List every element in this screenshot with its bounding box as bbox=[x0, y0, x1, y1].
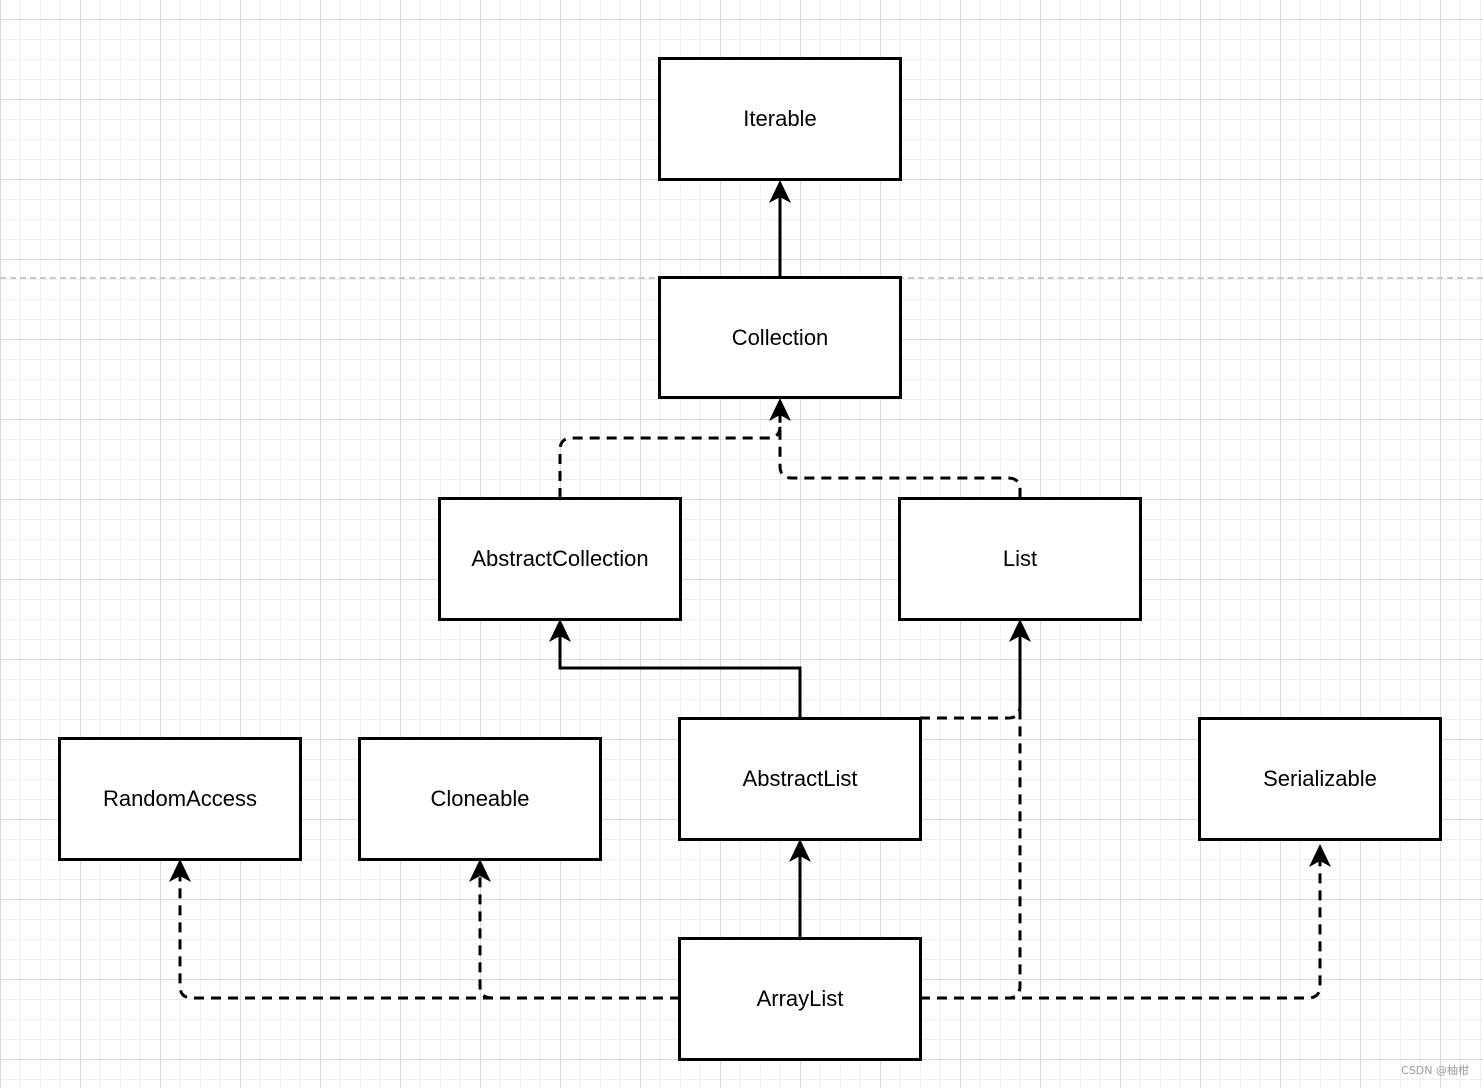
node-array-list[interactable]: ArrayList bbox=[678, 937, 922, 1061]
arrowhead-serializable bbox=[1309, 844, 1331, 867]
edge-abstractlist-list bbox=[920, 632, 1022, 720]
edge-abstractlist-abstractcollection bbox=[558, 632, 802, 718]
arrowhead-cloneable bbox=[469, 859, 491, 882]
node-random-access-label: RandomAccess bbox=[102, 786, 258, 811]
edge-arraylist-list bbox=[920, 632, 1022, 1000]
node-cloneable[interactable]: Cloneable bbox=[358, 737, 602, 861]
edge-arraylist-serializable bbox=[920, 857, 1322, 1000]
arrowhead-randomaccess bbox=[169, 859, 191, 882]
node-collection-label: Collection bbox=[731, 324, 829, 350]
arrowhead-iterable bbox=[769, 180, 791, 203]
node-abstract-list-label: AbstractList bbox=[742, 766, 858, 791]
node-abstract-collection[interactable]: AbstractCollection bbox=[438, 497, 682, 621]
arrowhead-abstractcollection bbox=[549, 619, 571, 642]
arrowhead-abstractlist bbox=[789, 839, 811, 862]
node-iterable-label: Iterable bbox=[743, 106, 817, 131]
arrowhead-list bbox=[1009, 619, 1031, 642]
node-iterable[interactable]: Iterable bbox=[658, 57, 902, 181]
node-random-access[interactable]: RandomAccess bbox=[58, 737, 302, 861]
node-serializable[interactable]: Serializable bbox=[1198, 717, 1442, 841]
node-abstract-list[interactable]: AbstractList bbox=[678, 717, 922, 841]
node-serializable-label: Serializable bbox=[1263, 766, 1377, 791]
node-list[interactable]: List bbox=[898, 497, 1142, 621]
node-list-label: List bbox=[1002, 546, 1038, 571]
node-cloneable-label: Cloneable bbox=[430, 786, 530, 811]
arrowhead-collection bbox=[769, 398, 791, 421]
edge-arraylist-randomaccess bbox=[178, 872, 680, 1000]
edge-list-collection bbox=[778, 412, 1022, 498]
watermark: CSDN @柚柑 bbox=[1401, 1064, 1469, 1077]
node-collection[interactable]: Collection bbox=[658, 276, 902, 399]
node-array-list-label: ArrayList bbox=[756, 986, 844, 1011]
edge-abstractcollection-collection bbox=[558, 412, 782, 498]
node-abstract-collection-label: AbstractCollection bbox=[471, 546, 649, 571]
edge-arraylist-cloneable bbox=[478, 872, 680, 1000]
